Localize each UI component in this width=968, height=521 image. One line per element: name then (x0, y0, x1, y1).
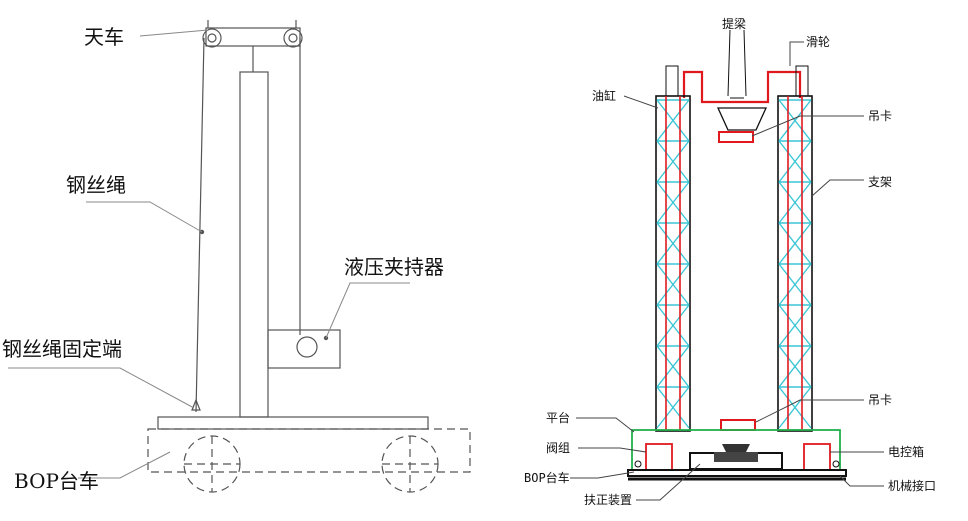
upper-hanger (716, 107, 768, 131)
right-cart-base (627, 469, 847, 477)
left-diagram (8, 20, 471, 493)
label-interface: 机械接口 (888, 478, 936, 493)
control-box (803, 443, 831, 473)
column (239, 71, 269, 418)
right-diagram: 提梁 滑轮 油缸 吊卡 支架 吊卡 平台 阀组 电控箱 BOP台车 机械接口 扶… (524, 16, 936, 507)
lattice-brace (656, 386, 690, 429)
lattice-brace (656, 99, 690, 142)
label-hanger-top: 吊卡 (868, 109, 892, 123)
lattice-brace (656, 222, 690, 265)
label-wire-fix: 钢丝绳固定端 (2, 337, 122, 361)
label-hanger-bottom: 吊卡 (868, 393, 892, 407)
lattice-brace (778, 263, 812, 306)
wire-fixed-end (191, 398, 201, 411)
lower-hanger (720, 419, 756, 431)
label-valve-group: 阀组 (546, 441, 570, 455)
label-crown: 天车 (84, 25, 124, 49)
right-tower (777, 95, 813, 432)
label-frame: 支架 (868, 175, 892, 189)
lattice-brace (656, 304, 690, 347)
lattice-brace (778, 140, 812, 183)
label-clamp: 液压夹持器 (344, 255, 444, 279)
lattice-brace (778, 386, 812, 429)
lattice-brace (656, 263, 690, 306)
left-tower (655, 95, 691, 432)
label-cylinder: 油缸 (592, 88, 616, 103)
valve-group (645, 443, 673, 473)
label-beam: 提梁 (722, 16, 746, 31)
label-righting: 扶正装置 (584, 492, 632, 507)
wire-rope-left (195, 37, 205, 413)
lattice-brace (656, 345, 690, 388)
label-wire: 钢丝绳 (66, 173, 126, 197)
label-pulley: 滑轮 (806, 35, 830, 49)
lattice-brace (778, 181, 812, 224)
cart-deck (157, 416, 429, 430)
lattice-brace (778, 99, 812, 142)
label-platform: 平台 (546, 410, 570, 425)
right-leaders (570, 41, 884, 501)
lattice-brace (656, 181, 690, 224)
lattice-brace (656, 140, 690, 183)
lattice-brace (778, 345, 812, 388)
righting-device (689, 444, 783, 470)
label-bop-cart-left: BOP台车 (14, 469, 99, 493)
cart-chassis (147, 428, 471, 493)
label-bop-cart-right: BOP台车 (524, 470, 570, 485)
lifting-beam (682, 70, 802, 104)
crown-block (202, 20, 303, 48)
left-leaders (8, 29, 410, 479)
hydraulic-clamp (267, 329, 341, 369)
label-control-box: 电控箱 (888, 444, 924, 459)
lattice-brace (778, 222, 812, 265)
lattice-brace (778, 304, 812, 347)
upper-hanger-block (718, 131, 754, 143)
